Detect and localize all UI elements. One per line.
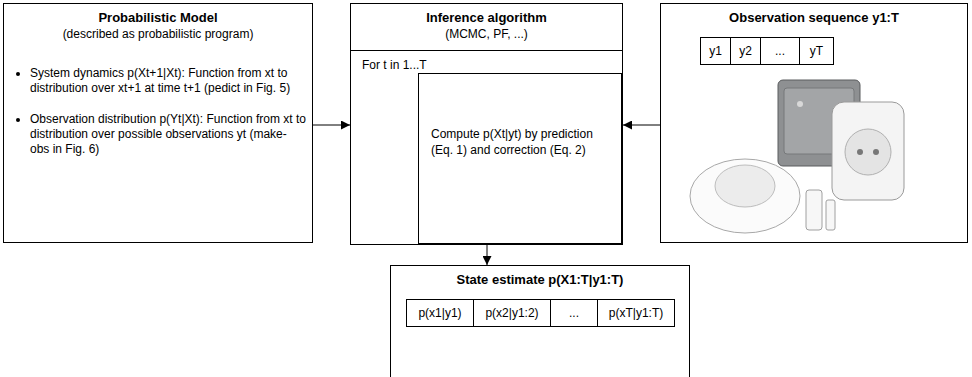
door-sensor-part bbox=[806, 190, 822, 230]
observation-box: Observation sequence y1:T y1y2...yT bbox=[660, 3, 968, 243]
sequence-cell: y1 bbox=[700, 37, 731, 65]
node-detail-text: For t in 1...T bbox=[351, 50, 622, 80]
plug-hole bbox=[873, 149, 879, 155]
node-text: Probabilistic Model bbox=[4, 4, 312, 26]
door-magnet-part bbox=[826, 200, 835, 230]
estimate-cell: ... bbox=[550, 299, 598, 327]
node-text: Observation sequence y1:T bbox=[661, 4, 967, 26]
algorithm-box: Inference algorithm(MCMC, PF, ...)For t … bbox=[350, 3, 623, 245]
node-text: State estimate p(X1:T|y1:T) bbox=[391, 266, 689, 288]
plug-body bbox=[832, 102, 904, 200]
motion-dome bbox=[715, 165, 775, 207]
node-detail-text: (MCMC, PF, ...) bbox=[351, 26, 622, 50]
flow-arrow bbox=[313, 125, 350, 126]
sequence-cell: y2 bbox=[730, 37, 761, 65]
motion-base bbox=[690, 159, 800, 233]
step-box: Compute p(Xt|yt) by prediction (Eq. 1) a… bbox=[418, 73, 622, 244]
flow-arrow bbox=[487, 245, 488, 265]
node-text: ... bbox=[761, 38, 799, 64]
node-text: y1 bbox=[701, 38, 730, 64]
sequence-cell: yT bbox=[799, 37, 834, 65]
flow-arrow bbox=[623, 125, 660, 126]
estimate-cell: p(x2|y1:2) bbox=[473, 299, 551, 327]
estimate-cell: p(x1|y1) bbox=[406, 299, 474, 327]
hub-led bbox=[797, 101, 803, 107]
smart-plug bbox=[832, 102, 904, 200]
node-detail-text: System dynamics p(Xt+1|Xt): Function fro… bbox=[30, 66, 306, 96]
node-text: Inference algorithm bbox=[351, 4, 622, 26]
plug-socket bbox=[845, 129, 891, 175]
node-text: p(x1|y1) bbox=[407, 300, 473, 326]
node-detail-text: (described as probabilistic program) bbox=[4, 26, 312, 42]
node-text: p(x2|y1:2) bbox=[474, 300, 550, 326]
node-detail-text: Observation distribution p(Yt|Xt): Funct… bbox=[30, 112, 306, 157]
sequence-cell: ... bbox=[760, 37, 800, 65]
node-text: y2 bbox=[731, 38, 760, 64]
node-text: ... bbox=[551, 300, 597, 326]
node-text: yT bbox=[800, 38, 833, 64]
model-box: Probabilistic Model(described as probabi… bbox=[3, 3, 313, 243]
door-sensor bbox=[806, 190, 835, 230]
node-text: p(xT|y1:T) bbox=[598, 300, 674, 326]
plug-hole bbox=[857, 149, 863, 155]
motion-sensor bbox=[690, 159, 800, 233]
estimate-cell: p(xT|y1:T) bbox=[597, 299, 675, 327]
estimate-box: State estimate p(X1:T|y1:T) p(x1|y1)p(x2|… bbox=[390, 265, 690, 377]
node-text: Compute p(Xt|yt) by prediction (Eq. 1) a… bbox=[419, 74, 621, 166]
